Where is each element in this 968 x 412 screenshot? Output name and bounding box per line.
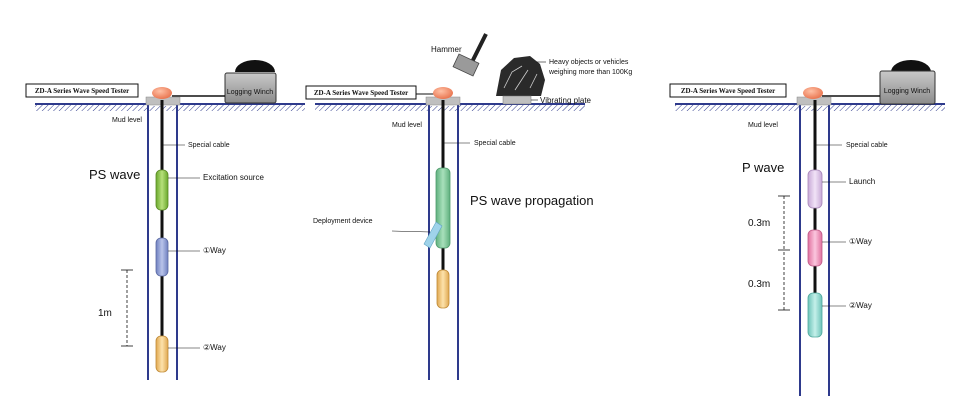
winch-label: Logging Winch [227,89,273,96]
tester-box [669,83,787,98]
winch-drum-icon [235,60,275,72]
mud-level-label: Mud level [112,117,142,124]
heavy-objects-label-2: weighing more than 100Kg [548,69,632,76]
ps-wave-title: PS wave [89,167,140,182]
panel-3-p-wave: ZD-A Series Wave Speed Tester Logging Wi… [669,60,945,396]
receiver-probe [436,269,450,309]
way1-label: ①Way [203,246,226,255]
tester-label: ZD-A Series Wave Speed Tester [314,89,408,97]
wellhead-pulley [152,87,172,99]
p-wave-title: P wave [742,160,784,175]
receiver-1-probe [155,237,169,277]
winch-body [224,72,277,104]
vibrating-plate [502,95,532,105]
receiver-2-probe [155,335,169,373]
winch-label: Logging Winch [884,88,930,95]
way1-label: ①Way [849,237,872,246]
winch-drum-icon [891,60,931,72]
wellhead-pulley [803,87,823,99]
mud-level-label: Mud level [392,122,422,129]
ground-hatch [35,105,305,111]
ground-hatch [315,105,585,111]
spacing-label: 1m [98,308,112,319]
receiver-2-probe [807,292,823,338]
vibrating-plate-label: Vibrating plate [540,96,592,105]
hammer-head-icon [452,53,480,77]
heavy-rock-icon [496,56,545,96]
deployment-device-label: Deployment device [313,218,373,225]
launch-label: Launch [849,177,875,186]
excitation-source-probe [155,169,169,211]
hammer-handle [470,33,488,63]
winch-body [879,70,936,105]
panel-1-ps-wave: ZD-A Series Wave Speed Tester Logging Wi… [25,60,305,380]
spacing-2-label: 0.3m [748,279,770,290]
wellhead-pulley [433,87,453,99]
special-cable-label: Special cable [474,140,516,147]
launch-probe [807,169,823,209]
tester-box [25,83,139,98]
heavy-objects-label-1: Heavy objects or vehicles [549,59,629,66]
receiver-1-probe [807,229,823,267]
ground-hatch [675,105,945,111]
deployment-leader [391,230,431,233]
tester-box [305,85,417,100]
way2-label: ②Way [849,301,872,310]
special-cable-label: Special cable [188,142,230,149]
hammer-label: Hammer [431,45,462,54]
tester-label: ZD-A Series Wave Speed Tester [681,87,775,95]
ps-probe [435,167,451,249]
panel-2-ps-wave-propagation: ZD-A Series Wave Speed Tester Hammer Hea… [305,33,632,380]
ps-propagation-title: PS wave propagation [470,193,594,208]
special-cable-label: Special cable [846,142,888,149]
way2-label: ②Way [203,343,226,352]
excitation-source-label: Excitation source [203,173,264,182]
tester-label: ZD-A Series Wave Speed Tester [35,87,129,95]
deployment-device-arm [423,221,443,249]
spacing-1-label: 0.3m [748,218,770,229]
mud-level-label: Mud level [748,122,778,129]
rock-texture [503,65,538,91]
